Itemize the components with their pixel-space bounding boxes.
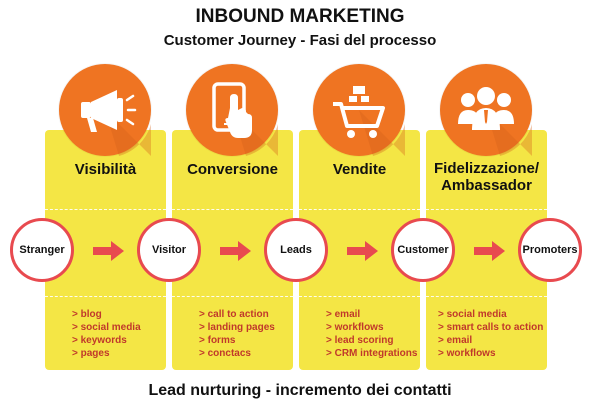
list-item: > landing pages xyxy=(199,322,275,333)
divider xyxy=(172,296,293,297)
arrow-right-icon xyxy=(474,241,505,261)
divider xyxy=(45,209,166,210)
list-item: > lead scoring xyxy=(326,335,394,346)
page-title: INBOUND MARKETING xyxy=(195,6,405,27)
stage-label-line: Ambassador xyxy=(441,177,532,194)
list-item: > email xyxy=(326,309,361,320)
stage-label-line: Fidelizzazione/ xyxy=(433,160,539,177)
divider xyxy=(172,209,293,210)
stage-label-visibilita: Visibilità xyxy=(74,161,137,178)
stage-items-conversione: > call to action > landing pages > forms… xyxy=(199,308,275,360)
node-stranger: Stranger xyxy=(10,218,74,282)
megaphone-icon xyxy=(59,64,151,156)
divider xyxy=(299,296,420,297)
people-group-icon xyxy=(440,64,532,156)
footer-caption: Lead nurturing - incremento dei contatti xyxy=(148,382,452,399)
stage-items-visibilita: > blog > social media > keywords > pages xyxy=(72,308,141,360)
divider xyxy=(45,296,166,297)
tablet-touch-icon xyxy=(186,64,278,156)
stage-label-conversione: Conversione xyxy=(187,161,278,178)
shopping-cart-icon xyxy=(313,64,405,156)
list-item: > CRM integrations xyxy=(326,348,418,359)
divider xyxy=(426,296,547,297)
stage-items-fidelizzazione: > social media > smart calls to action >… xyxy=(438,308,543,360)
list-item: > keywords xyxy=(72,335,127,346)
node-customer: Customer xyxy=(391,218,455,282)
stage-label-vendite: Vendite xyxy=(332,161,387,178)
list-item: > email xyxy=(438,335,473,346)
stage-items-vendite: > email > workflows > lead scoring > CRM… xyxy=(326,308,417,360)
list-item: > smart calls to action xyxy=(438,322,544,333)
node-visitor: Visitor xyxy=(137,218,201,282)
list-item: > workflows xyxy=(438,348,496,359)
arrow-right-icon xyxy=(347,241,378,261)
list-item: > call to action xyxy=(199,309,269,320)
page-subtitle: Customer Journey - Fasi del processo xyxy=(163,32,437,49)
list-item: > blog xyxy=(72,309,102,320)
list-item: > social media xyxy=(438,309,507,320)
node-promoters: Promoters xyxy=(518,218,582,282)
list-item: > forms xyxy=(199,335,236,346)
list-item: > workflows xyxy=(326,322,384,333)
list-item: > conctacs xyxy=(199,348,251,359)
divider xyxy=(426,209,547,210)
node-leads: Leads xyxy=(264,218,328,282)
list-item: > pages xyxy=(72,348,110,359)
divider xyxy=(299,209,420,210)
arrow-right-icon xyxy=(220,241,251,261)
stage-label-fidelizzazione: Fidelizzazione/ Ambassador xyxy=(426,160,547,194)
arrow-right-icon xyxy=(93,241,124,261)
list-item: > social media xyxy=(72,322,141,333)
